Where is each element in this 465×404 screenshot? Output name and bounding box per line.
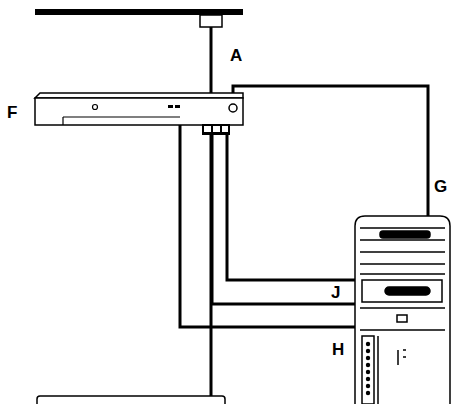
device-f	[35, 98, 243, 125]
callout-letter: G	[434, 178, 447, 195]
callout-letter: J	[331, 284, 340, 301]
indicator-dot	[366, 342, 370, 346]
indicator-dot	[366, 377, 370, 381]
indicator-dot	[366, 384, 370, 388]
cable	[227, 134, 355, 280]
indicator-dot	[366, 349, 370, 353]
coax-cable	[210, 27, 213, 97]
callout-letter: A	[230, 47, 242, 64]
indicator-dot	[366, 370, 370, 374]
indicator-dot	[366, 356, 370, 360]
tv-set	[37, 396, 225, 404]
wall-plate	[200, 15, 222, 27]
cable	[212, 134, 355, 304]
indicator-dot	[366, 391, 370, 395]
cable-g	[233, 86, 428, 218]
indicator-dots	[366, 342, 370, 395]
callout-letter: H	[332, 341, 344, 358]
computer-tower	[355, 216, 450, 404]
cable	[180, 125, 355, 327]
indicator-dot	[366, 363, 370, 367]
wall-bar	[35, 9, 243, 15]
callout-letter: F	[7, 104, 17, 121]
port-block	[202, 124, 230, 135]
